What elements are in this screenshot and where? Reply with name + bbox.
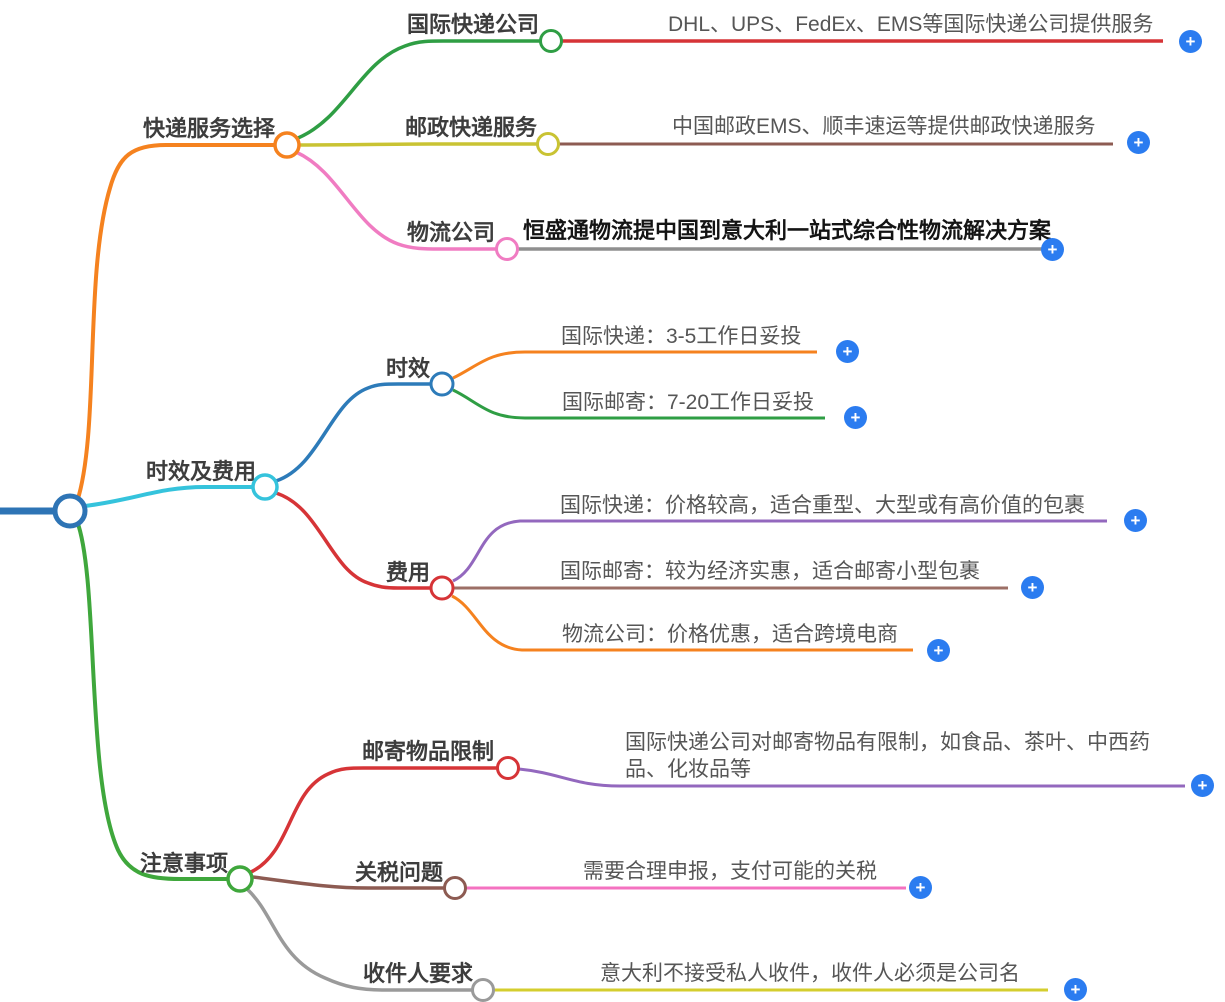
leaf-text-timeliness-post[interactable]: 国际邮寄：7-20工作日妥投 — [562, 391, 815, 414]
node-handle-postal-express-service[interactable] — [536, 132, 560, 156]
node-label-item-restrictions[interactable]: 邮寄物品限制 — [362, 739, 495, 764]
node-handle-cost[interactable] — [429, 575, 455, 601]
expand-button-customs-duty[interactable]: + — [909, 876, 932, 899]
node-label-postal-express-service[interactable]: 邮政快递服务 — [405, 115, 538, 140]
node-handle-recipient-requirements[interactable] — [471, 978, 495, 1002]
node-label-cost[interactable]: 费用 — [386, 560, 431, 585]
expand-button-cost-courier[interactable]: + — [1124, 509, 1147, 532]
node-label-logistics-company[interactable]: 物流公司 — [407, 220, 496, 245]
node-handle-logistics-company[interactable] — [495, 237, 519, 261]
node-label-international-courier-companies[interactable]: 国际快递公司 — [407, 12, 540, 37]
branch-line-express-service-selection — [75, 143, 275, 503]
expand-button-cost-post[interactable]: + — [1021, 576, 1044, 599]
expand-button-logistics-company[interactable]: + — [1041, 238, 1064, 261]
leaf-line-item-restrictions — [518, 767, 1185, 788]
node-label-customs-duty-issues[interactable]: 关税问题 — [355, 860, 444, 885]
node-handle-express-service-selection[interactable] — [273, 131, 301, 159]
leaf-text-customs-duty-detail[interactable]: 需要合理申报，支付可能的关税 — [583, 860, 877, 883]
expand-button-international-courier[interactable]: + — [1179, 30, 1202, 53]
leaf-text-cost-logistics[interactable]: 物流公司：价格优惠，适合跨境电商 — [562, 623, 898, 646]
expand-button-timeliness-post[interactable]: + — [844, 406, 867, 429]
leaf-text-cost-post[interactable]: 国际邮寄：较为经济实惠，适合邮寄小型包裹 — [560, 560, 980, 583]
branch-line-timeliness-and-cost — [84, 485, 253, 508]
branch-line-postal-express-service — [298, 142, 537, 147]
node-label-timeliness-and-cost[interactable]: 时效及费用 — [146, 459, 257, 484]
leaf-line-cost-courier — [452, 519, 1107, 583]
leaf-text-recipient-requirements-detail[interactable]: 意大利不接受私人收件，收件人必须是公司名 — [600, 962, 1020, 985]
branch-line-recipient-requirements — [245, 887, 472, 992]
leaf-line-timeliness-courier — [452, 350, 817, 380]
root-node-handle[interactable] — [52, 493, 88, 529]
branch-line-precautions — [75, 520, 228, 881]
expand-button-timeliness-courier[interactable]: + — [836, 340, 859, 363]
leaf-text-cost-courier[interactable]: 国际快递：价格较高，适合重型、大型或有高价值的包裹 — [560, 494, 1085, 517]
node-label-express-service-selection[interactable]: 快递服务选择 — [143, 116, 276, 141]
leaf-line-cost-logistics — [451, 594, 913, 652]
expand-button-item-restrictions[interactable]: + — [1191, 774, 1214, 797]
branch-line-customs-duty-issues — [252, 875, 444, 890]
leaf-text-postal-express-detail[interactable]: 中国邮政EMS、顺丰速运等提供邮政快递服务 — [672, 115, 1096, 138]
branch-line-timeliness — [275, 382, 430, 483]
node-label-timeliness[interactable]: 时效 — [386, 356, 431, 381]
expand-button-cost-logistics[interactable]: + — [927, 639, 950, 662]
leaf-text-logistics-company-detail[interactable]: 恒盛通物流提中国到意大利一站式综合性物流解决方案 — [523, 218, 1052, 243]
node-label-recipient-requirements[interactable]: 收件人要求 — [363, 961, 474, 986]
leaf-text-item-restrictions-detail[interactable]: 国际快递公司对邮寄物品有限制，如食品、茶叶、中西药品、化妆品等 — [625, 731, 1150, 781]
branch-line-cost — [275, 491, 430, 590]
leaf-text-timeliness-courier[interactable]: 国际快递：3-5工作日妥投 — [561, 325, 802, 348]
expand-button-recipient-requirements[interactable]: + — [1064, 978, 1087, 1001]
node-handle-timeliness-and-cost[interactable] — [251, 473, 279, 501]
node-handle-customs-duty-issues[interactable] — [443, 876, 467, 900]
leaf-line-timeliness-post — [452, 388, 825, 420]
node-handle-item-restrictions[interactable] — [496, 756, 520, 780]
leaf-text-international-courier-detail[interactable]: DHL、UPS、FedEx、EMS等国际快递公司提供服务 — [668, 13, 1154, 36]
node-handle-international-courier-companies[interactable] — [539, 29, 563, 53]
node-handle-precautions[interactable] — [226, 865, 254, 893]
branch-line-logistics-company — [295, 150, 496, 251]
node-handle-timeliness[interactable] — [429, 371, 455, 397]
branch-line-international-courier-companies — [297, 39, 540, 140]
expand-button-postal-express[interactable]: + — [1127, 131, 1150, 154]
node-label-precautions[interactable]: 注意事项 — [140, 851, 229, 876]
branch-line-item-restrictions — [250, 766, 497, 874]
